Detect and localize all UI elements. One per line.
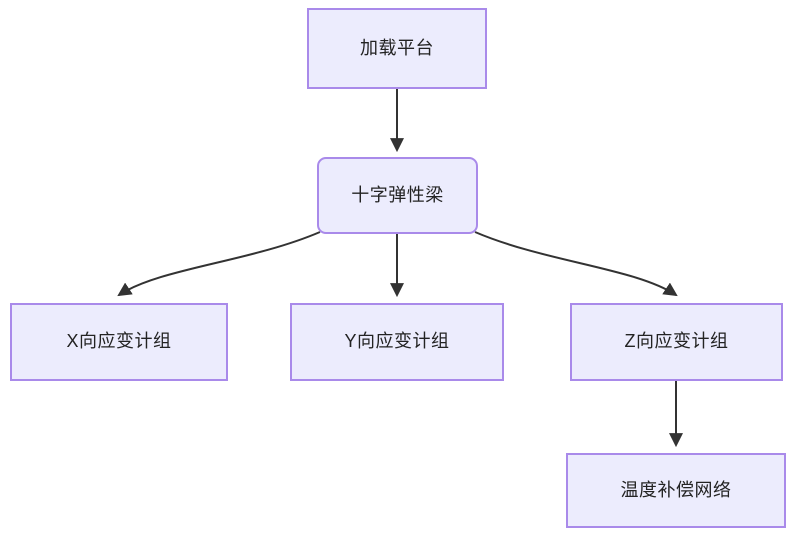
node-x-strain-gauge-group-label: X向应变计组 xyxy=(66,331,172,352)
edge-beam-to-z-gauge xyxy=(474,231,678,297)
node-temperature-compensation-network[interactable]: 温度补偿网络 xyxy=(566,453,786,528)
node-y-strain-gauge-group-label: Y向应变计组 xyxy=(344,331,450,352)
node-cross-elastic-beam-label: 十字弹性梁 xyxy=(351,184,444,205)
node-temperature-compensation-network-label: 温度补偿网络 xyxy=(620,479,732,500)
node-z-strain-gauge-group[interactable]: Z向应变计组 xyxy=(570,303,783,381)
node-loading-platform[interactable]: 加载平台 xyxy=(307,8,487,89)
node-x-strain-gauge-group[interactable]: X向应变计组 xyxy=(10,303,228,381)
node-y-strain-gauge-group[interactable]: Y向应变计组 xyxy=(290,303,504,381)
edge-beam-to-x-gauge xyxy=(117,231,321,297)
node-cross-elastic-beam[interactable]: 十字弹性梁 xyxy=(317,157,478,234)
node-z-strain-gauge-group-label: Z向应变计组 xyxy=(624,331,729,352)
node-loading-platform-label: 加载平台 xyxy=(360,37,434,58)
